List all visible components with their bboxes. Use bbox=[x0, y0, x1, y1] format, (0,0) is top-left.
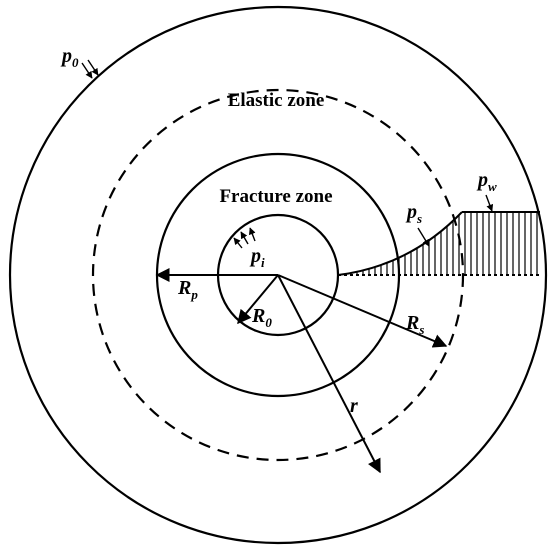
r0-label: R0 bbox=[251, 305, 272, 330]
pw-pointer-arrow bbox=[485, 194, 494, 212]
r-label: r bbox=[350, 395, 358, 417]
r0-radius-arrow bbox=[237, 274, 279, 325]
r-radius-arrow bbox=[277, 274, 381, 474]
internal-pressure-arrows bbox=[233, 227, 256, 249]
rs-label: Rs bbox=[405, 312, 424, 337]
ps-label: ps bbox=[405, 201, 422, 226]
rp-label: Rp bbox=[177, 277, 198, 302]
pressure-hatch-lines bbox=[350, 212, 538, 275]
rs-radius-arrow bbox=[277, 274, 448, 348]
ps-curve bbox=[337, 211, 463, 276]
pw-label: pw bbox=[476, 169, 497, 194]
outer-boundary-circle bbox=[8, 5, 548, 545]
pressure-distribution-profile bbox=[337, 211, 540, 276]
fracture-zone-label: Fracture zone bbox=[219, 186, 332, 207]
pi-label: pi bbox=[249, 245, 265, 270]
ps-pointer-arrow bbox=[417, 227, 430, 247]
p0-label: p0 bbox=[60, 45, 79, 70]
elastic-boundary-dashed-circle bbox=[91, 88, 465, 462]
elastic-zone-label: Elastic zone bbox=[228, 90, 325, 111]
far-field-pressure-arrows bbox=[81, 59, 99, 79]
